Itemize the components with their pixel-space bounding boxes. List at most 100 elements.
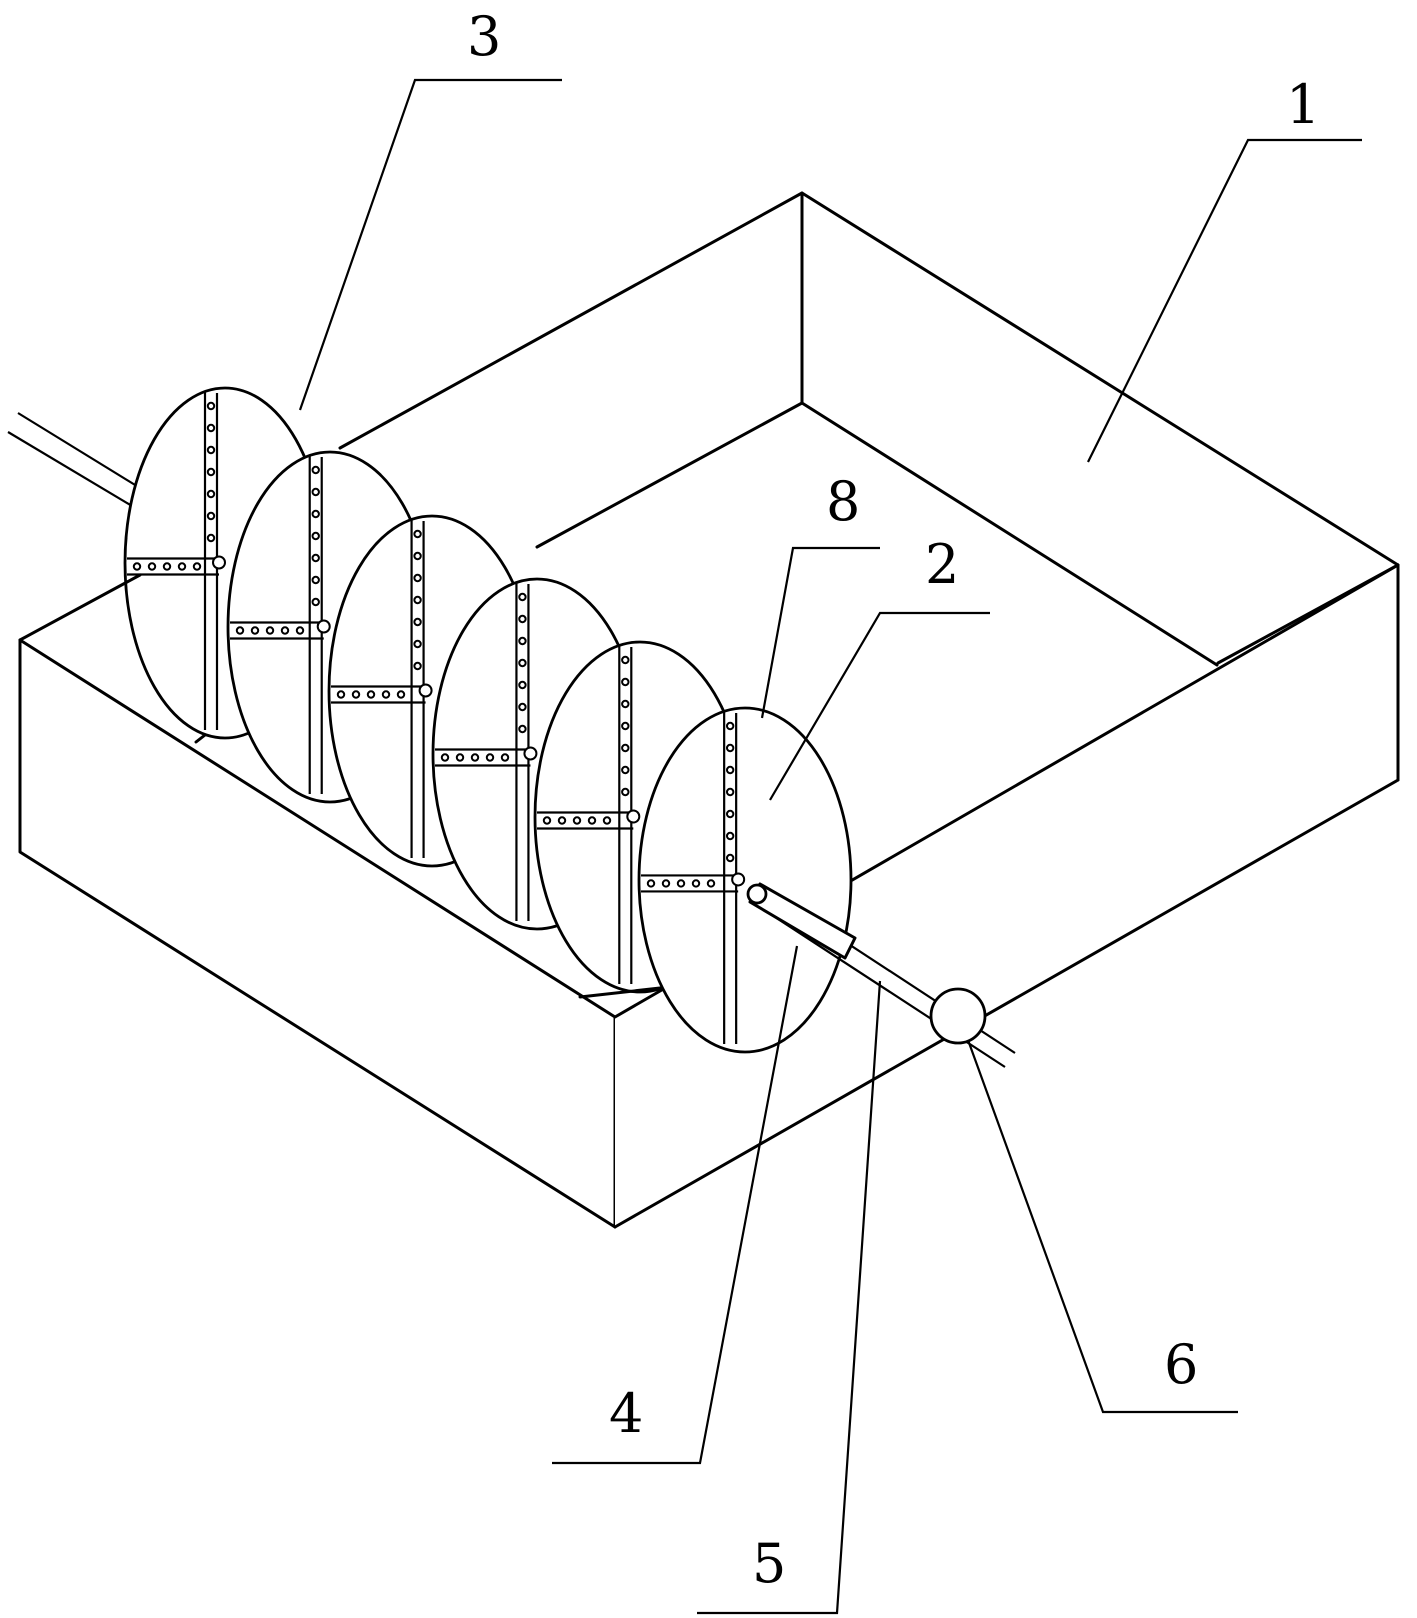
hole — [351, 690, 361, 699]
tank-left-inner-edge — [194, 733, 207, 744]
hole — [311, 553, 320, 563]
sleeve-end — [746, 883, 768, 905]
hole — [518, 592, 527, 602]
hole — [311, 597, 320, 607]
hole — [518, 614, 527, 624]
leader-2 — [769, 611, 990, 801]
hole — [250, 626, 260, 635]
hole — [366, 690, 376, 699]
tank-front-inner-edge — [578, 986, 662, 999]
hole — [557, 816, 567, 825]
hole — [725, 743, 735, 753]
hole — [280, 626, 290, 635]
tank-front-right-wall — [613, 563, 1400, 1229]
hole — [725, 787, 735, 797]
labels: 3 1 8 2 4 5 6 — [467, 5, 1320, 1595]
hole — [336, 690, 346, 699]
hole — [621, 655, 630, 665]
hole — [621, 787, 630, 797]
leader-8 — [760, 546, 880, 719]
leader-1 — [1087, 138, 1362, 463]
hole — [661, 879, 671, 888]
hole — [691, 879, 701, 888]
hub — [731, 872, 746, 887]
hole — [206, 489, 216, 499]
hole — [621, 699, 630, 709]
hole — [396, 690, 406, 699]
hole — [646, 879, 656, 888]
hub — [212, 555, 226, 570]
hole — [413, 573, 422, 583]
hole — [206, 511, 216, 521]
hole — [132, 562, 142, 571]
hole — [676, 879, 686, 888]
hole — [518, 680, 527, 690]
label-8: 8 — [826, 470, 860, 533]
hole — [725, 809, 735, 819]
label-2: 2 — [925, 533, 959, 596]
hole — [413, 661, 422, 671]
hole — [311, 487, 320, 497]
hole — [470, 753, 480, 762]
hole — [518, 636, 527, 646]
hole — [518, 658, 527, 668]
hole — [518, 702, 527, 712]
hole — [295, 626, 305, 635]
hole — [206, 401, 216, 411]
label-5: 5 — [752, 1532, 786, 1595]
hole — [265, 626, 275, 635]
hub — [418, 683, 433, 698]
leader-4 — [552, 945, 799, 1465]
hole — [542, 816, 552, 825]
hole — [621, 743, 630, 753]
hole — [621, 677, 630, 687]
hole — [440, 753, 450, 762]
hole — [413, 529, 422, 539]
hole — [206, 467, 216, 477]
hole — [413, 617, 422, 627]
hole — [725, 721, 735, 731]
hole — [177, 562, 187, 571]
hole — [413, 639, 422, 649]
hole — [621, 721, 630, 731]
label-3: 3 — [467, 5, 501, 68]
hole — [587, 816, 597, 825]
leader-lines — [298, 78, 1362, 1615]
hole — [235, 626, 245, 635]
leader-5 — [697, 980, 882, 1615]
hub — [523, 746, 538, 761]
label-6: 6 — [1164, 1333, 1198, 1396]
tank-front — [18, 563, 1400, 1229]
hole — [518, 724, 527, 734]
hole — [311, 509, 320, 519]
hole — [413, 595, 422, 605]
leader-6 — [966, 1039, 1238, 1414]
hole — [162, 562, 172, 571]
shaft-assembly — [746, 882, 1016, 1068]
tank-left-rim — [18, 573, 142, 642]
hub — [626, 809, 641, 824]
hole — [725, 765, 735, 775]
hole — [621, 765, 630, 775]
hole — [602, 816, 612, 825]
label-4: 4 — [609, 1382, 643, 1445]
tank-inner-floor-edge — [535, 401, 1219, 667]
hole — [413, 551, 422, 561]
disc-6 — [637, 706, 853, 1054]
hole — [192, 562, 202, 571]
hole — [206, 423, 216, 433]
hole — [455, 753, 465, 762]
hole — [206, 445, 216, 455]
label-1: 1 — [1286, 73, 1320, 136]
shaft-left — [7, 412, 141, 507]
front-disc — [637, 706, 853, 1054]
hole — [706, 879, 716, 888]
hole — [206, 533, 216, 543]
bearing — [929, 987, 987, 1045]
hole — [725, 853, 735, 863]
hole — [311, 531, 320, 541]
hole — [572, 816, 582, 825]
hole — [311, 575, 320, 585]
